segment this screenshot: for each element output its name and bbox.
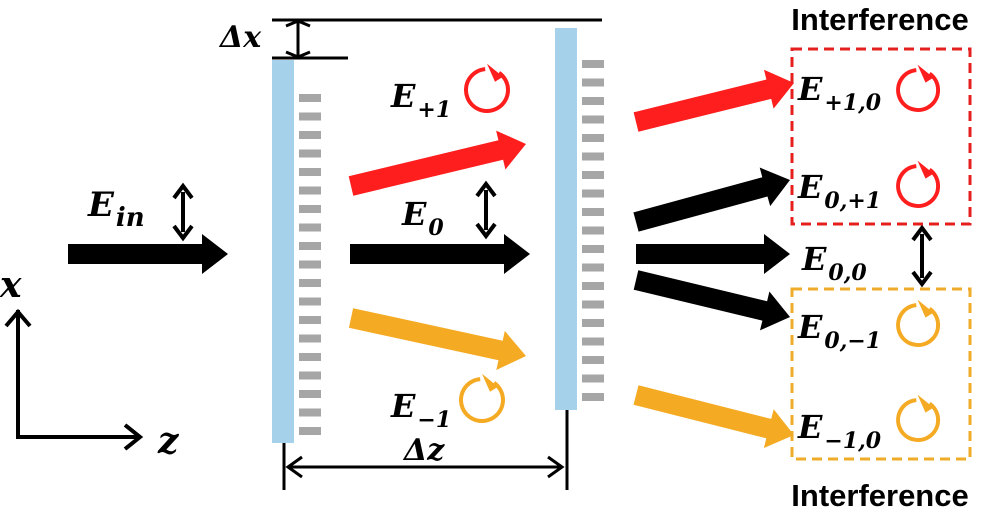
circular-arrow-icon [896,299,941,347]
grating-tooth [582,171,604,179]
circular-arrow-icon [459,373,505,424]
grating-tooth [299,168,321,176]
zero-minus1-beam-arrow [633,270,790,331]
grating-tooth [299,427,321,435]
label-e-0-p1: E0,+1 [797,168,881,214]
label-delta-z: Δz [402,433,445,468]
delta-z-marker [282,408,569,490]
grating-tooth [299,371,321,380]
grating-tooth [582,300,604,309]
plus1-beam-arrow [348,130,526,196]
grating-tooth [299,297,321,306]
double-headed-arrow-icon [475,180,497,240]
grating-tooth [582,208,604,216]
grating-tooth [582,263,604,272]
grating-tooth [582,189,604,198]
minus1-beam-arrow [348,308,526,370]
label-e-minus1: E−1 [390,387,451,433]
interference-box-top [790,47,972,226]
grating-tooth [582,374,604,383]
grating-tooth [582,282,604,290]
grating-body [555,28,577,410]
grating-tooth [299,316,321,324]
label-e-plus1: E+1 [390,77,451,123]
label-e-p1-0: E+1,0 [797,70,882,116]
plus1-0-beam-arrow [633,69,794,132]
grating-tooth [582,152,604,161]
grating-tooth [299,223,321,232]
grating-tooth [299,205,321,213]
grating-tooth [582,319,604,327]
zero-plus1-beam-arrow [633,167,790,232]
minus1-0-beam-arrow [633,385,794,448]
coordinate-axes [4,308,144,451]
label-e-0: E0 [401,195,444,241]
grating-tooth [299,242,321,250]
label-e-m1-0: E−1,0 [797,408,882,454]
grating-tooth [299,390,321,398]
interference-heading-top: Interference [791,2,968,37]
grating-tooth [299,260,321,269]
grating-tooth [299,408,321,417]
grating-tooth [299,334,321,343]
circular-arrow-icon [464,63,510,114]
grating-tooth [582,226,604,235]
circular-arrow-icon [896,394,941,442]
interference-box-bottom [790,287,972,461]
grating-tooth [582,97,604,105]
delta-x-marker [272,18,602,60]
interference-heading-bottom: Interference [791,478,968,513]
label-axis-z: z [157,420,180,462]
grating-tooth [299,186,321,195]
double-headed-arrow-icon [911,224,933,288]
metasurface-grating-1 [272,60,321,443]
polarization-symbols [172,63,941,442]
grating-tooth [582,337,604,346]
zero-0-beam-arrow [636,234,790,274]
grating-tooth [582,60,604,68]
label-delta-x: Δx [218,20,262,55]
grating-body [272,60,294,443]
beam-arrows [68,69,794,448]
input-beam-arrow [68,234,228,274]
grating-tooth [582,78,604,87]
grating-tooth [299,353,321,361]
grating-tooth [299,94,321,102]
grating-tooth [299,131,321,139]
grating-tooth [299,279,321,287]
circular-arrow-icon [896,64,941,112]
grating-tooth [582,245,604,253]
zero-beam-arrow [350,234,530,274]
double-headed-arrow-icon [172,182,194,242]
circular-arrow-icon [896,160,941,208]
grating-tooth [299,112,321,121]
grating-tooth [582,134,604,142]
grating-tooth [582,393,604,401]
grating-tooth [299,149,321,158]
label-e-in: Ein [87,185,145,233]
label-e-0-0: E0,0 [801,240,867,286]
grating-tooth [582,356,604,364]
label-e-0-m1: E0,−1 [797,308,881,354]
grating-tooth [582,115,604,124]
label-axis-x: x [0,264,22,306]
metasurface-grating-2 [555,28,604,410]
